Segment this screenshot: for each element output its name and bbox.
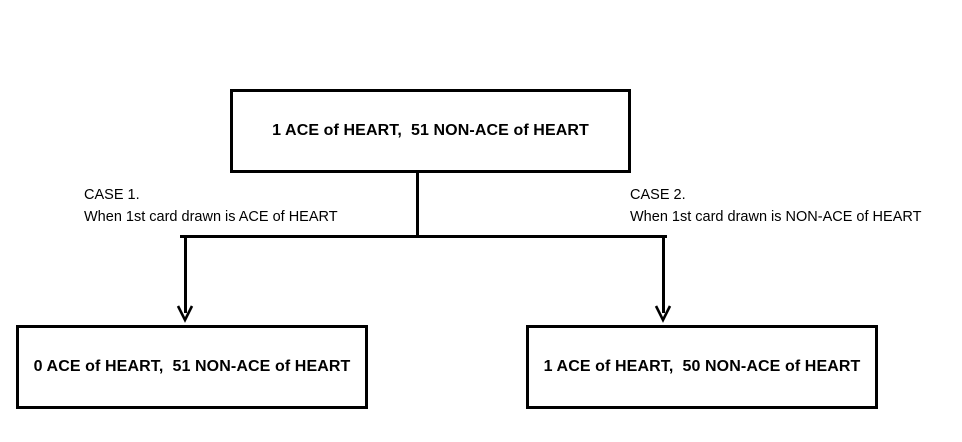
root-node-label: 1 ACE of HEART, 51 NON-ACE of HEART (272, 122, 589, 140)
case2-result-box: 1 ACE of HEART, 50 NON-ACE of HEART (526, 325, 878, 409)
case1-down-arrow-icon (176, 305, 194, 323)
case1-label-group: CASE 1. When 1st card drawn is ACE of HE… (84, 184, 338, 228)
case1-description: When 1st card drawn is ACE of HEART (84, 209, 338, 225)
case2-label-group: CASE 2. When 1st card drawn is NON-ACE o… (630, 184, 921, 228)
root-node-box: 1 ACE of HEART, 51 NON-ACE of HEART (230, 89, 631, 173)
case1-title: CASE 1. (84, 187, 140, 203)
case2-title: CASE 2. (630, 187, 686, 203)
case2-description: When 1st card drawn is NON-ACE of HEART (630, 209, 922, 225)
case2-result-label: 1 ACE of HEART, 50 NON-ACE of HEART (543, 358, 861, 376)
case1-result-box: 0 ACE of HEART, 51 NON-ACE of HEART (16, 325, 368, 409)
case2-down-arrow-icon (654, 305, 672, 323)
case1-result-label: 0 ACE of HEART, 51 NON-ACE of HEART (33, 358, 351, 376)
case1-arrow-shaft (184, 235, 187, 313)
root-stem-line (416, 172, 419, 238)
case2-arrow-shaft (662, 235, 665, 313)
branch-horizontal-line (180, 235, 667, 238)
